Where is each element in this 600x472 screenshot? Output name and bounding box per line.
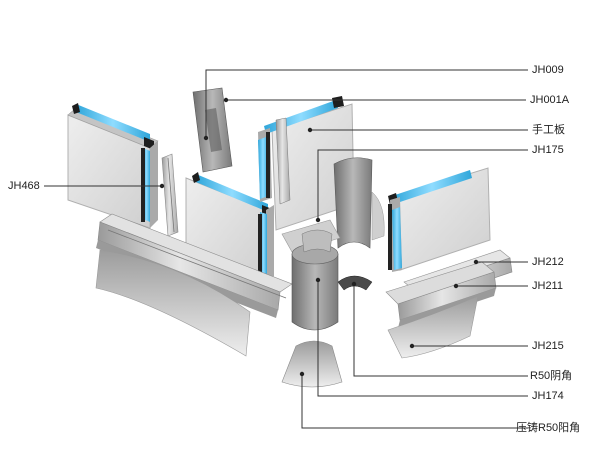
label-jh215: JH215	[532, 340, 564, 352]
post-jh009	[192, 87, 233, 173]
post-inner-front	[301, 229, 333, 253]
leader-jh174	[317, 280, 528, 397]
label-jh009: JH009	[532, 64, 564, 76]
panel-back	[258, 96, 355, 231]
leader-dots	[159, 97, 479, 377]
label-jh468: JH468	[8, 180, 40, 192]
corner-jh175	[333, 157, 385, 249]
post-jh468	[161, 153, 179, 237]
leader-r50-inner	[353, 284, 528, 377]
post-jh174	[291, 243, 339, 331]
label-r50-outer: 压铸R50阳角	[516, 422, 581, 434]
panel-right	[388, 167, 491, 272]
label-jh212: JH212	[532, 256, 564, 268]
track-right	[385, 249, 513, 328]
skirt-right-jh215	[387, 295, 479, 359]
leader-jh175	[317, 149, 528, 220]
leader-lines	[44, 69, 528, 429]
leader-jh009	[205, 69, 528, 138]
label-r50-inner: R50阴角	[530, 370, 573, 382]
corner-r50-outer	[281, 340, 343, 388]
skirt-left	[95, 249, 251, 357]
label-jh211: JH211	[532, 280, 563, 292]
leader-r50-outer	[301, 374, 528, 429]
label-jh174: JH174	[532, 390, 564, 402]
label-panel: 手工板	[532, 124, 565, 136]
label-jh001a: JH001A	[530, 94, 570, 106]
label-jh175: JH175	[532, 144, 564, 156]
panel-left	[67, 103, 159, 229]
